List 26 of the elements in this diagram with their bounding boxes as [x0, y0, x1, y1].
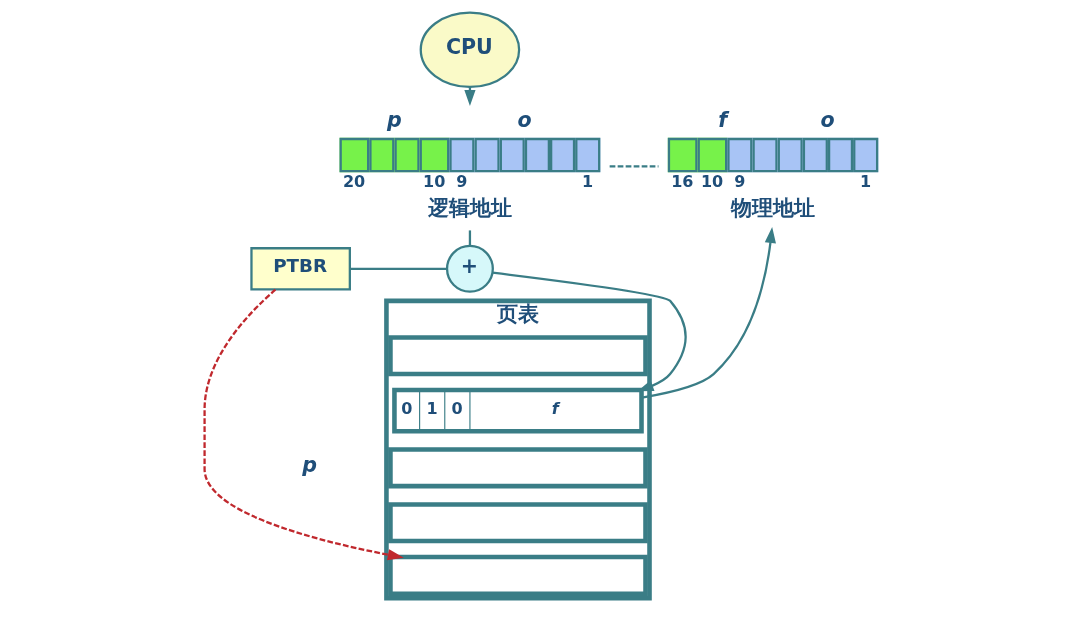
node-box	[388, 554, 648, 596]
node-label: p	[387, 107, 402, 132]
node-label: 逻辑地址	[428, 195, 513, 220]
node-label: 9	[734, 172, 746, 192]
arrow	[641, 226, 776, 399]
arrow	[203, 288, 404, 561]
connector	[468, 230, 472, 246]
node-label: 9	[456, 172, 468, 192]
node-label: 物理地址	[731, 195, 816, 220]
node-label: 16	[671, 172, 694, 192]
node-label: 1	[582, 172, 594, 192]
node-box	[388, 502, 648, 544]
node-label: 1	[859, 172, 872, 192]
node-label: f	[718, 107, 728, 132]
node-label: o	[820, 107, 835, 132]
node-circle: +	[445, 244, 494, 293]
node-box	[388, 335, 648, 377]
label: p	[302, 452, 318, 477]
node-label: 20	[342, 172, 366, 192]
node-box	[388, 447, 648, 489]
node-label: 10	[423, 172, 446, 192]
node-label: o	[517, 107, 532, 132]
node-box: PTBR	[250, 247, 351, 291]
arrow	[492, 271, 687, 392]
node-label: 10	[700, 172, 724, 192]
connector	[349, 267, 447, 270]
